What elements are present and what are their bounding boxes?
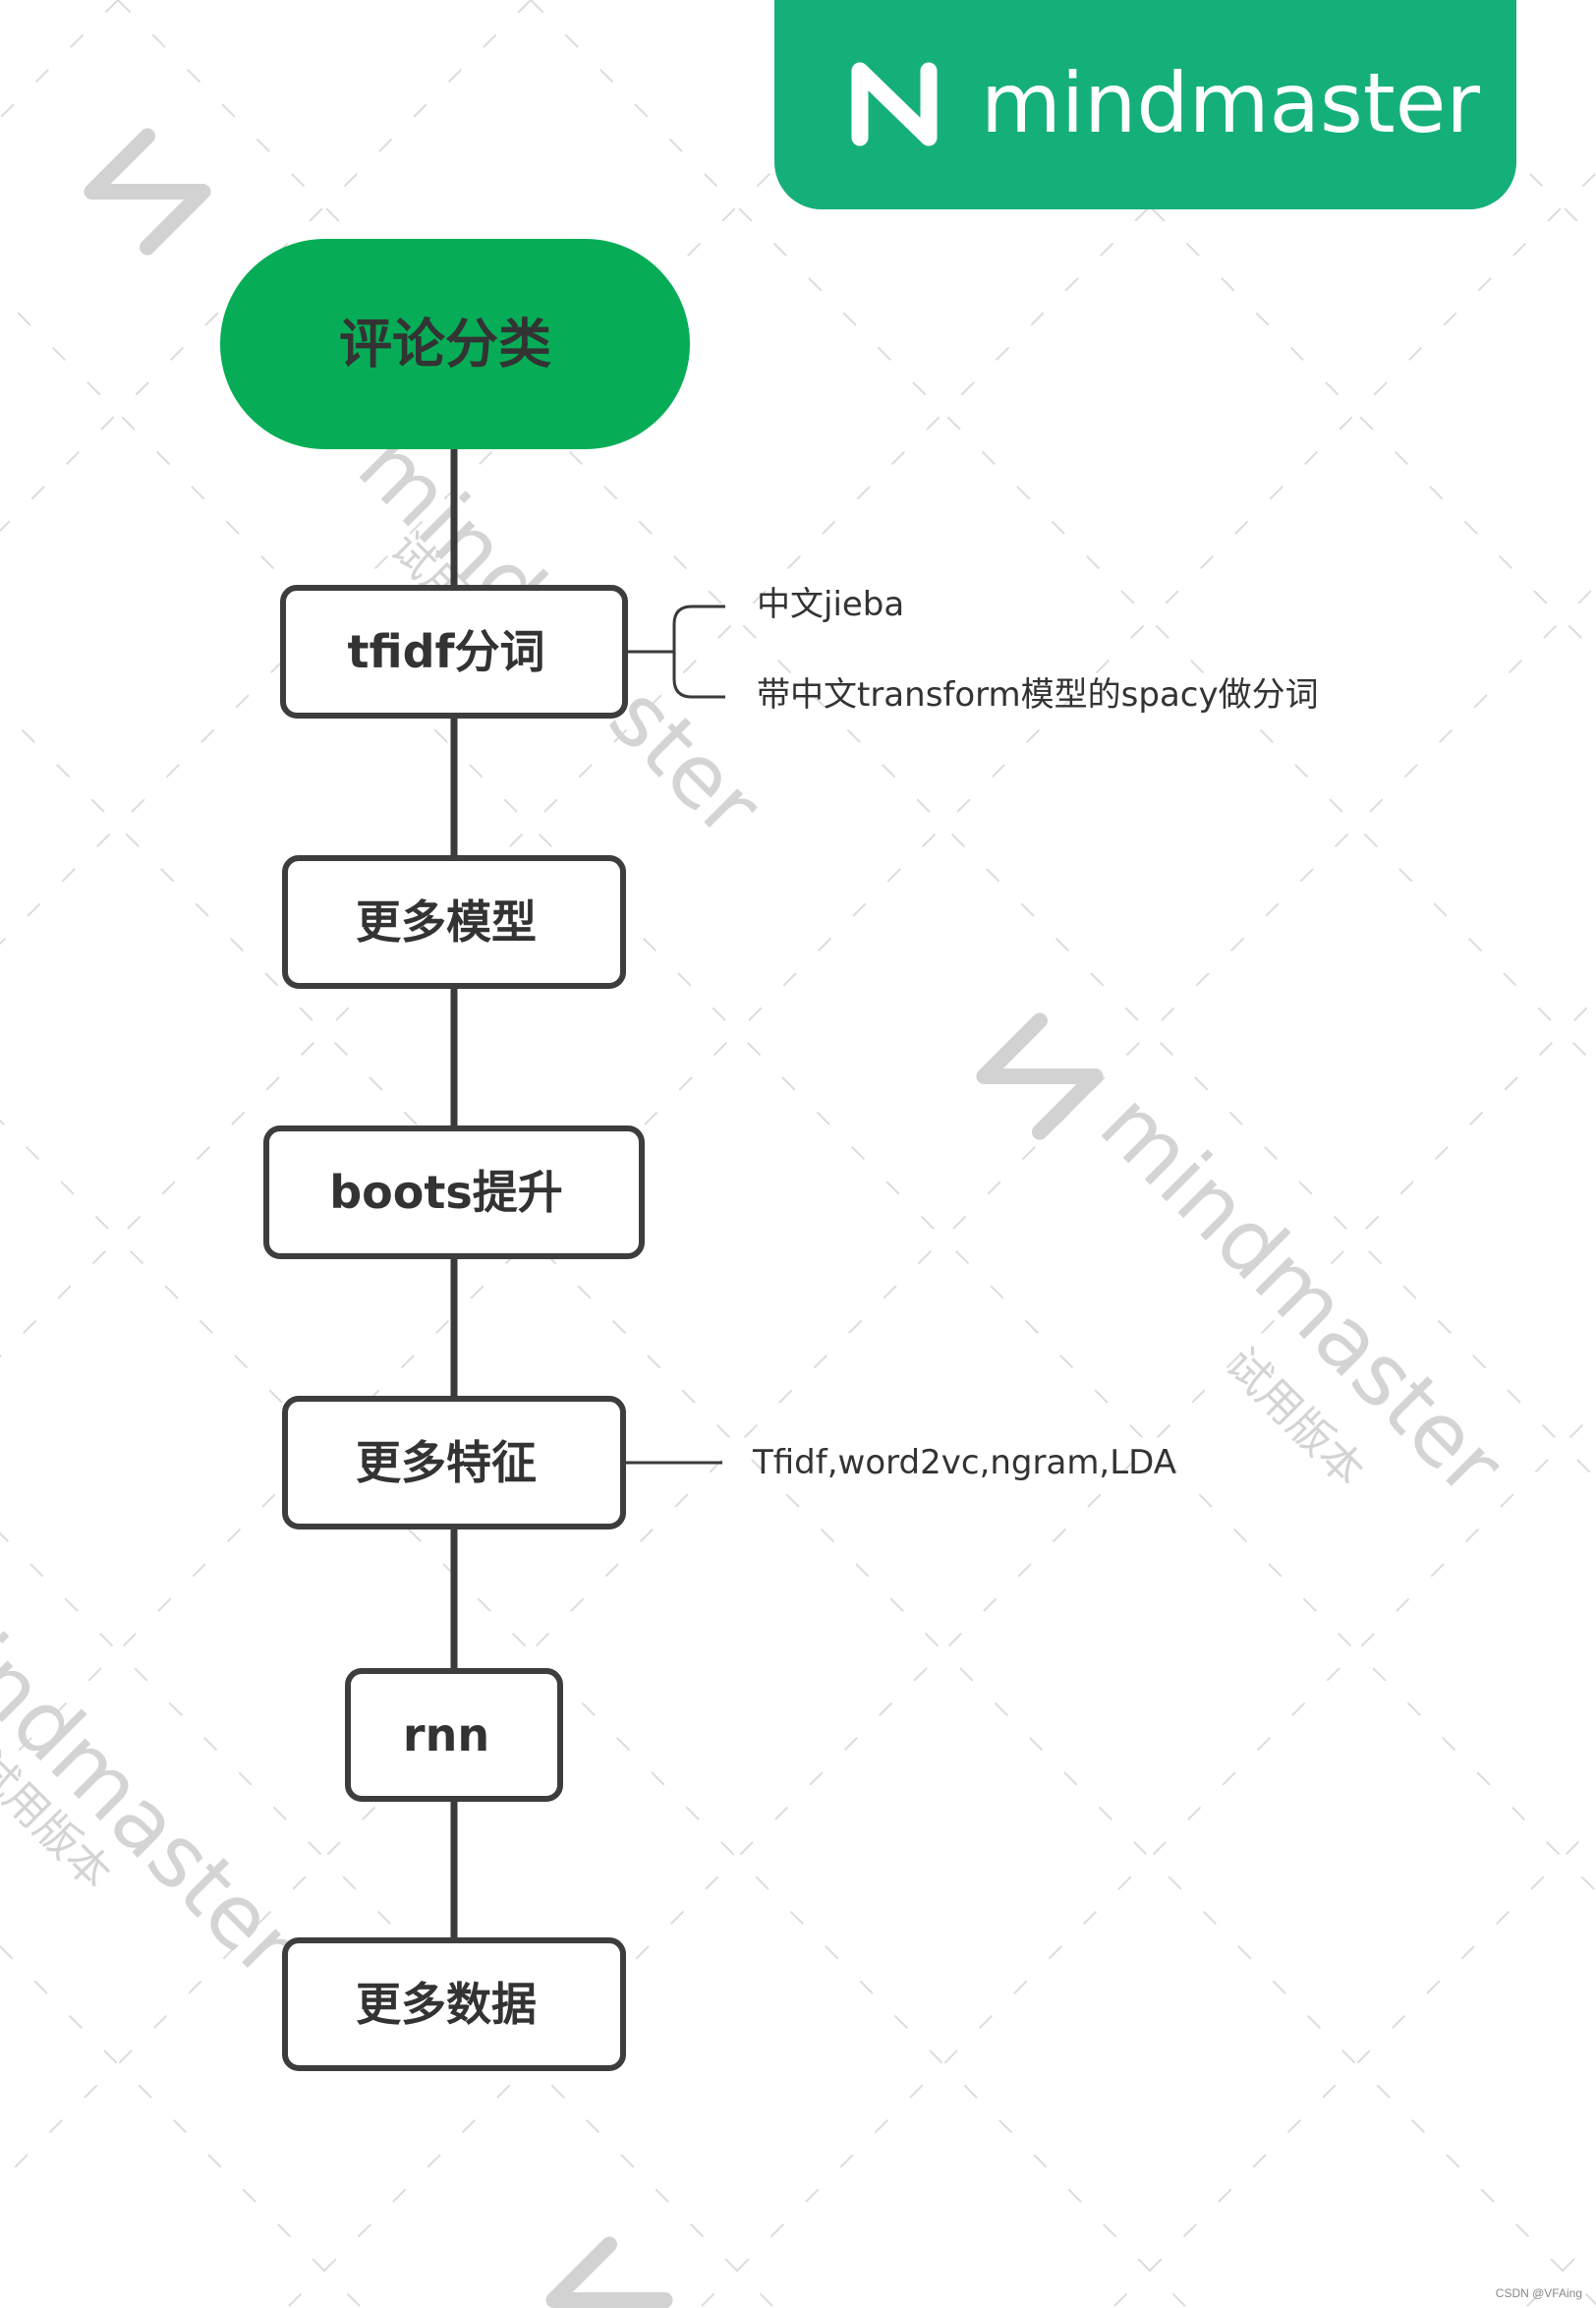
topic-node-label: rnn bbox=[403, 1708, 489, 1761]
watermark-line bbox=[1524, 2235, 1596, 2308]
watermark-line bbox=[1355, 0, 1596, 242]
topic-node[interactable]: rnn bbox=[345, 1668, 563, 1802]
topic-node-box bbox=[280, 585, 628, 719]
watermark-line bbox=[0, 1119, 1188, 2308]
footer-credit: CSDN @VFAing bbox=[1495, 2286, 1582, 2300]
watermark-line bbox=[1112, 1822, 1596, 2308]
brand-banner: mindmaster bbox=[774, 0, 1516, 209]
watermark-logo-icon bbox=[976, 1012, 1104, 1140]
root-node[interactable]: 评论分类 bbox=[220, 239, 690, 449]
watermark-line bbox=[286, 997, 1596, 2308]
topic-node-label: 更多模型 bbox=[356, 895, 537, 949]
topic-node[interactable]: tfidf分词 bbox=[280, 585, 628, 719]
topic-node-box bbox=[282, 1396, 626, 1529]
watermark-line bbox=[0, 1531, 775, 2308]
watermark-logo-icon bbox=[545, 2236, 673, 2308]
watermark-line bbox=[530, 0, 1596, 1067]
leaf-text[interactable]: Tfidf,word2vc,ngram,LDA bbox=[752, 1443, 1176, 1482]
leaf-list: 中文jieba 带中文transform模型的spacy做分词 Tfidf,word… bbox=[752, 585, 1319, 1482]
watermark-line bbox=[0, 0, 119, 120]
watermark-marks: mindmaster 试用版本 mindmaster 试用版本 mindmast… bbox=[0, 128, 1523, 2308]
topic-node[interactable]: 更多数据 bbox=[282, 1937, 626, 2071]
watermark-line bbox=[0, 0, 1357, 1358]
leaf-text[interactable]: 中文jieba bbox=[757, 585, 904, 624]
topic-node-box bbox=[282, 855, 626, 989]
topic-node-box bbox=[263, 1125, 645, 1259]
topic-node[interactable]: boots提升 bbox=[263, 1125, 645, 1259]
watermark-logo-icon bbox=[84, 128, 211, 256]
leaf-bracket-connector bbox=[672, 605, 725, 699]
watermark-line bbox=[0, 0, 532, 533]
root-node-label: 评论分类 bbox=[339, 314, 551, 375]
topic-node-box bbox=[345, 1668, 563, 1802]
topic-node[interactable]: 更多模型 bbox=[282, 855, 626, 989]
watermark-line bbox=[942, 0, 1596, 655]
topic-node-label: 更多数据 bbox=[356, 1978, 537, 2031]
topic-node-box bbox=[282, 1937, 626, 2071]
brand-name: mindmaster bbox=[981, 55, 1480, 151]
watermark-brand-text: mindmaster bbox=[0, 1555, 319, 1997]
leaf-text[interactable]: 带中文transform模型的spacy做分词 bbox=[757, 675, 1319, 715]
topic-node[interactable]: 更多特征 bbox=[282, 1396, 626, 1529]
watermark-line bbox=[699, 1410, 1596, 2308]
topic-node-label: 更多特征 bbox=[356, 1436, 537, 1489]
mindmaster-logo-icon bbox=[851, 62, 938, 146]
topic-node-label: boots提升 bbox=[329, 1166, 563, 1219]
topic-node-label: tfidf分词 bbox=[347, 625, 544, 678]
